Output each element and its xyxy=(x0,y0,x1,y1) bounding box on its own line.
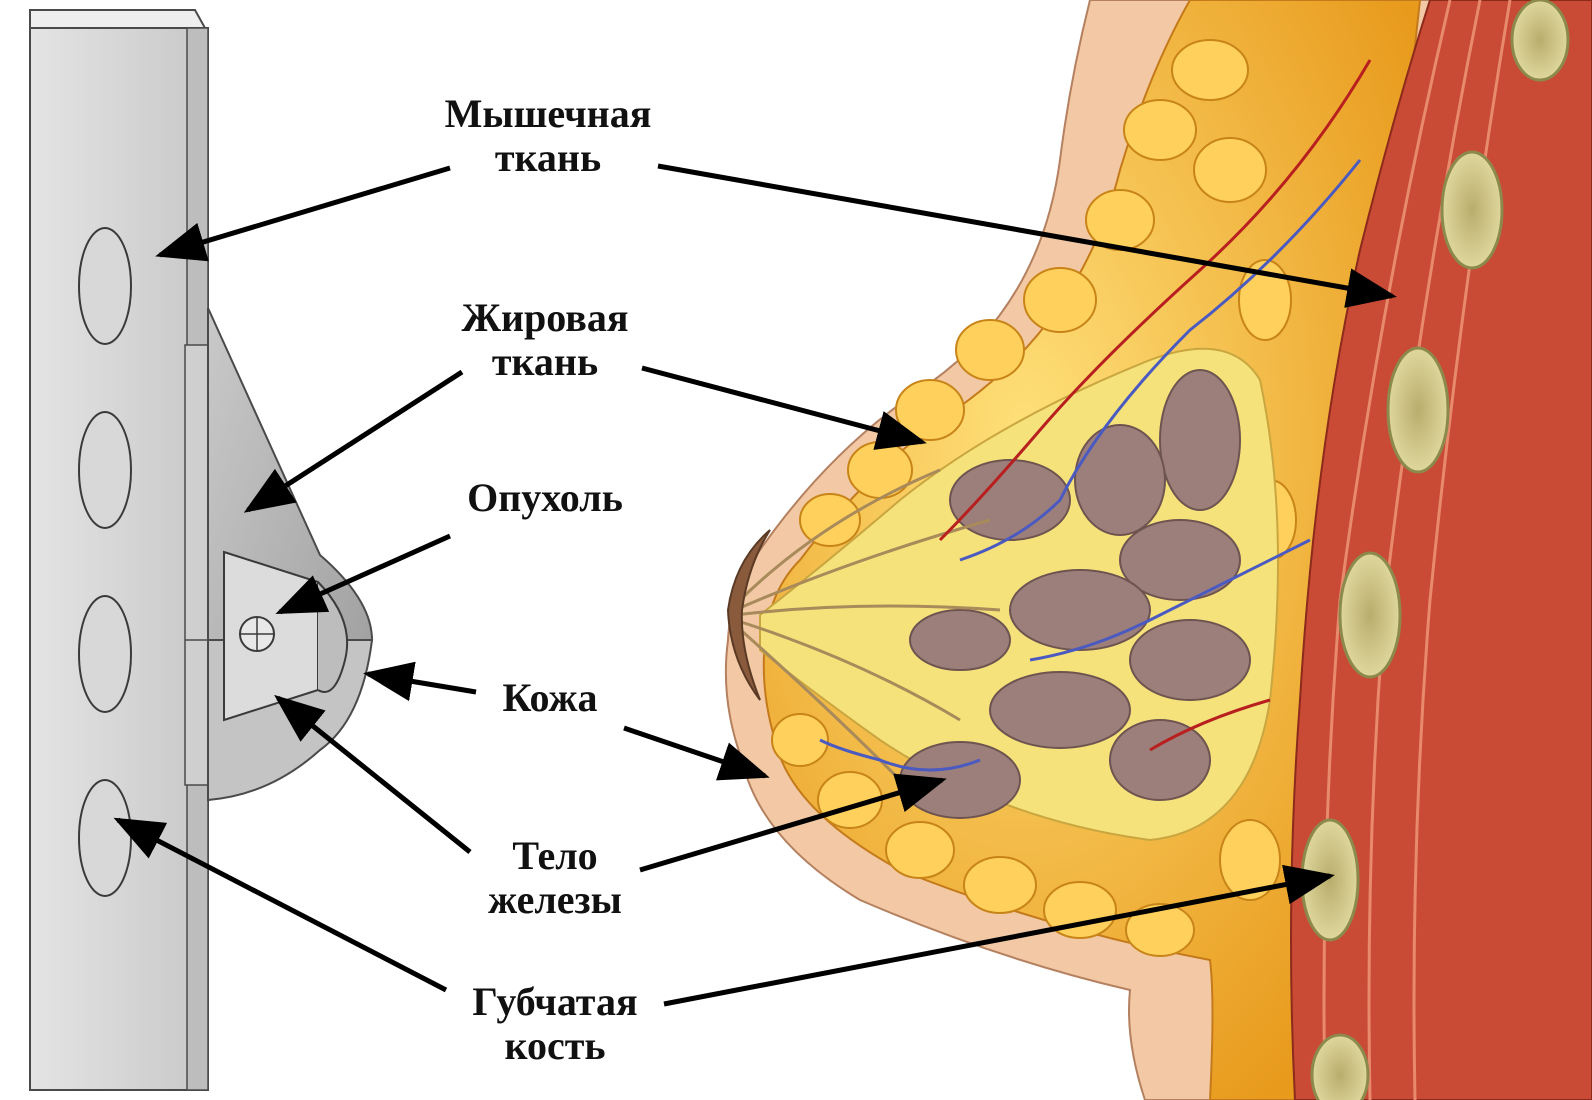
rib-3 xyxy=(1388,348,1448,472)
model-cone-base xyxy=(185,345,210,785)
rib-slot-4 xyxy=(79,780,131,896)
rib-slot-1 xyxy=(79,228,131,344)
arrow-gland-left xyxy=(278,698,470,852)
phantom-model xyxy=(30,10,372,1090)
label-fat-tissue: Жировая ткань xyxy=(445,296,645,384)
rib-slot-2 xyxy=(79,412,131,528)
rib-1 xyxy=(1512,0,1568,80)
breast-anatomy-illustration xyxy=(726,0,1592,1100)
rib-slot-3 xyxy=(79,596,131,712)
rib-6 xyxy=(1312,1035,1368,1100)
label-spongy-bone: Губчатая кость xyxy=(445,980,665,1068)
model-plate xyxy=(30,28,208,1090)
arrow-fat-right xyxy=(642,368,922,442)
model-plate-top-edge xyxy=(30,10,205,28)
label-skin: Кожа xyxy=(480,676,620,720)
rib-2 xyxy=(1442,152,1502,268)
arrow-fat-left xyxy=(248,372,462,510)
label-tumor: Опухоль xyxy=(445,476,645,520)
label-muscle-tissue: Мышечная ткань xyxy=(433,92,663,180)
label-gland-body: Тело железы xyxy=(465,834,645,922)
rib-4 xyxy=(1340,553,1400,677)
arrow-skin-left xyxy=(368,674,476,692)
